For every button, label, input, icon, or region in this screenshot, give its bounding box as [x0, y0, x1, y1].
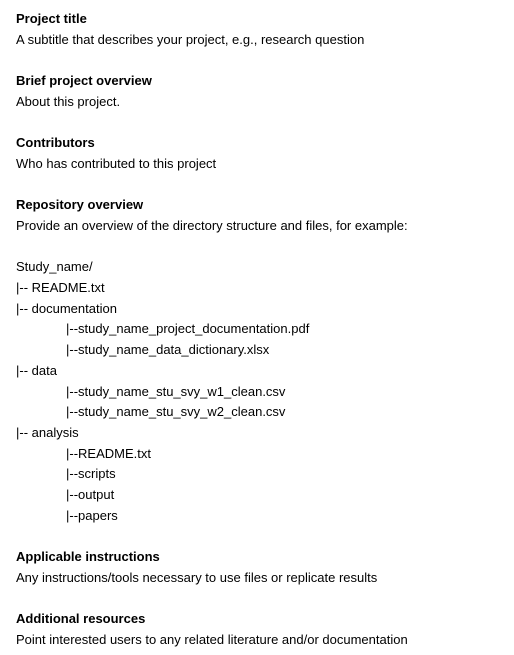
overview-text: About this project. — [16, 93, 121, 109]
tree-item: |--output — [66, 487, 115, 503]
tree-item: |--study_name_stu_svy_w2_clean.csv — [66, 404, 286, 420]
spacer — [16, 237, 506, 258]
instructions-heading: Applicable instructions — [16, 549, 160, 565]
tree-item: |--study_name_project_documentation.pdf — [66, 321, 310, 337]
spacer — [16, 50, 506, 71]
spacer — [16, 527, 506, 548]
contributors-heading: Contributors — [16, 135, 95, 151]
spacer — [16, 589, 506, 610]
tree-item: |--scripts — [66, 466, 116, 482]
tree-item: |--README.txt — [66, 445, 151, 461]
project-title-heading: Project title — [16, 11, 87, 26]
tree-folder: |-- analysis — [16, 425, 79, 440]
tree-item: |--papers — [66, 507, 118, 523]
overview-heading: Brief project overview — [16, 73, 152, 89]
directory-tree: Study_name/ |-- README.txt |-- documenta… — [16, 257, 506, 526]
repository-text: Provide an overview of the directory str… — [16, 217, 408, 233]
contributors-text: Who has contributed to this project — [16, 155, 217, 171]
instructions-text: Any instructions/tools necessary to use … — [16, 569, 378, 585]
project-title-text: A subtitle that describes your project, … — [16, 31, 365, 47]
tree-item: |--study_name_stu_svy_w1_clean.csv — [66, 383, 286, 399]
tree-folder: |-- documentation — [16, 300, 117, 316]
spacer — [16, 175, 506, 196]
repository-heading: Repository overview — [16, 197, 144, 213]
readme-document: Project title A subtitle that describes … — [16, 9, 506, 651]
tree-item: |--study_name_data_dictionary.xlsx — [66, 342, 270, 358]
tree-root: Study_name/ — [16, 259, 93, 275]
tree-item: |-- README.txt — [16, 280, 105, 296]
tree-folder: |-- data — [16, 362, 57, 378]
resources-text: Point interested users to any related li… — [16, 632, 408, 647]
spacer — [16, 113, 506, 134]
resources-heading: Additional resources — [16, 611, 146, 627]
